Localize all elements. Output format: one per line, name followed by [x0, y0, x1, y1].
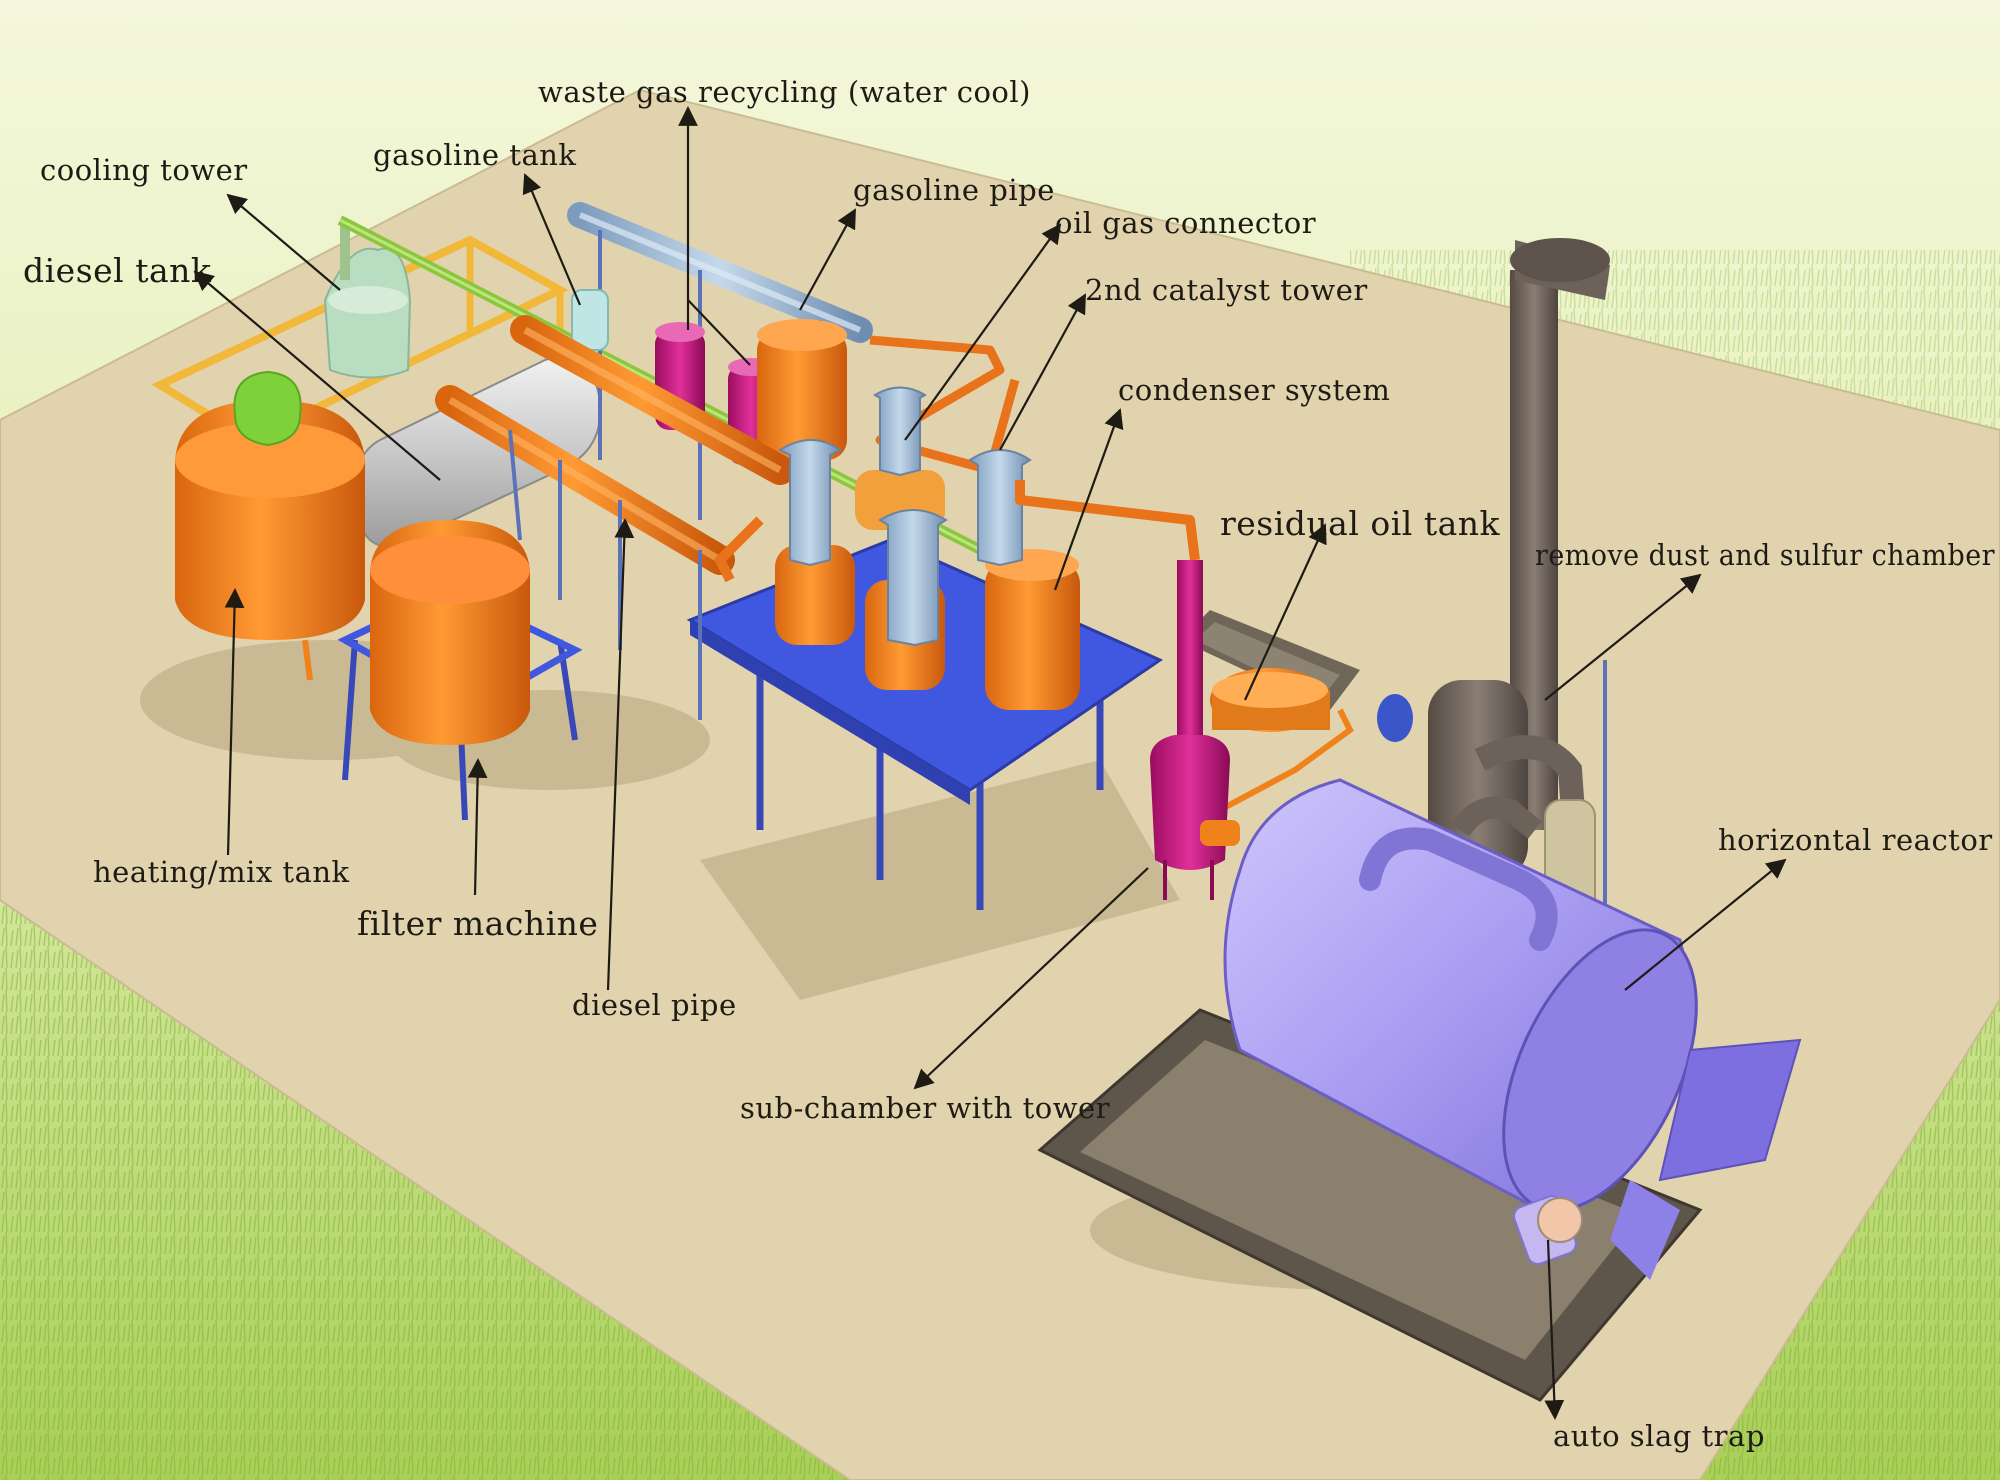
condenser-tanks — [775, 470, 1080, 710]
catalyst-towers — [777, 386, 1032, 647]
upper-orange-tank — [757, 319, 847, 460]
horizontal-reactor — [1223, 778, 1802, 1280]
blue-valve — [1377, 694, 1413, 742]
leader-lines — [193, 106, 1787, 1420]
chimney-dust-sulfur — [1428, 238, 1610, 931]
label-oil-gas-connector: oil gas connector — [1055, 206, 1316, 240]
connector-pipe-left — [713, 516, 764, 583]
condenser-pipes — [1015, 480, 1200, 561]
label-condenser-system: condenser system — [1118, 373, 1390, 407]
label-waste-gas: waste gas recycling (water cool) — [538, 75, 1031, 109]
label-diesel-pipe: diesel pipe — [572, 988, 737, 1022]
label-filter-machine: filter machine — [357, 904, 598, 943]
label-gasoline-pipe: gasoline pipe — [853, 173, 1055, 207]
label-dust-sulfur-chamber: remove dust and sulfur chamber — [1535, 538, 1995, 572]
label-sub-chamber: sub-chamber with tower — [740, 1091, 1110, 1125]
filter-machine — [337, 520, 583, 821]
label-catalyst-tower: 2nd catalyst tower — [1085, 273, 1368, 307]
label-cooling-tower: cooling tower — [40, 153, 248, 187]
residual-oil-pipe — [1218, 708, 1354, 813]
label-auto-slag-trap: auto slag trap — [1553, 1419, 1765, 1453]
reactor-pit-floor — [1080, 1040, 1640, 1360]
label-heating-mix-tank: heating/mix tank — [93, 855, 350, 889]
label-residual-oil-tank: residual oil tank — [1220, 504, 1501, 543]
sub-chamber — [1150, 560, 1240, 900]
label-horizontal-reactor: horizontal reactor — [1718, 823, 1993, 857]
cooling-tower — [323, 220, 412, 379]
label-gasoline-tank: gasoline tank — [373, 138, 577, 172]
label-diesel-tank: diesel tank — [23, 251, 212, 290]
residual-oil-tank — [1180, 610, 1360, 732]
heating-mix-tank — [175, 370, 365, 681]
labels: waste gas recycling (water cool) cooling… — [23, 75, 1995, 1453]
